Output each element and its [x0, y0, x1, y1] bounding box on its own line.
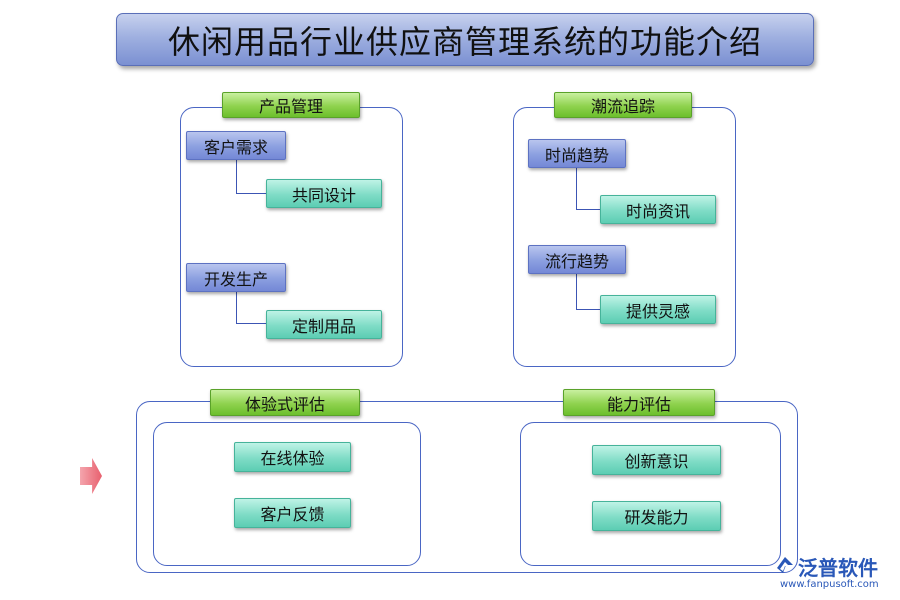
connector-line: [576, 168, 600, 210]
node-online-experience: 在线体验: [234, 442, 351, 472]
capability-eval-panel: [520, 422, 781, 566]
node-inspiration: 提供灵感: [600, 295, 716, 324]
node-fashion-news: 时尚资讯: [600, 195, 716, 224]
capability-eval-label: 能力评估: [563, 389, 715, 416]
page-title: 休闲用品行业供应商管理系统的功能介绍: [116, 13, 814, 66]
node-popular-trend: 流行趋势: [528, 245, 626, 274]
node-co-design: 共同设计: [266, 179, 382, 208]
logo-url: www.fanpusoft.com: [780, 579, 879, 590]
node-innovation-awareness: 创新意识: [592, 445, 721, 475]
node-fashion-trend: 时尚趋势: [528, 139, 626, 168]
connector-line: [576, 274, 600, 310]
experience-eval-label: 体验式评估: [210, 389, 360, 416]
node-custom-goods: 定制用品: [266, 310, 382, 339]
node-develop-produce: 开发生产: [186, 263, 286, 292]
product-management-label: 产品管理: [222, 92, 360, 118]
connector-line: [236, 160, 266, 194]
connector-line: [236, 292, 266, 324]
arrow-right-icon: [80, 458, 102, 494]
fanpu-logo: 泛普软件 www.fanpusoft.com: [772, 552, 894, 594]
trend-tracking-label: 潮流追踪: [554, 92, 692, 118]
node-customer-demand: 客户需求: [186, 131, 286, 160]
fanpu-logo-icon: [777, 557, 793, 573]
node-rd-capability: 研发能力: [592, 501, 721, 531]
logo-name: 泛普软件: [798, 556, 878, 580]
node-customer-feedback: 客户反馈: [234, 498, 351, 528]
